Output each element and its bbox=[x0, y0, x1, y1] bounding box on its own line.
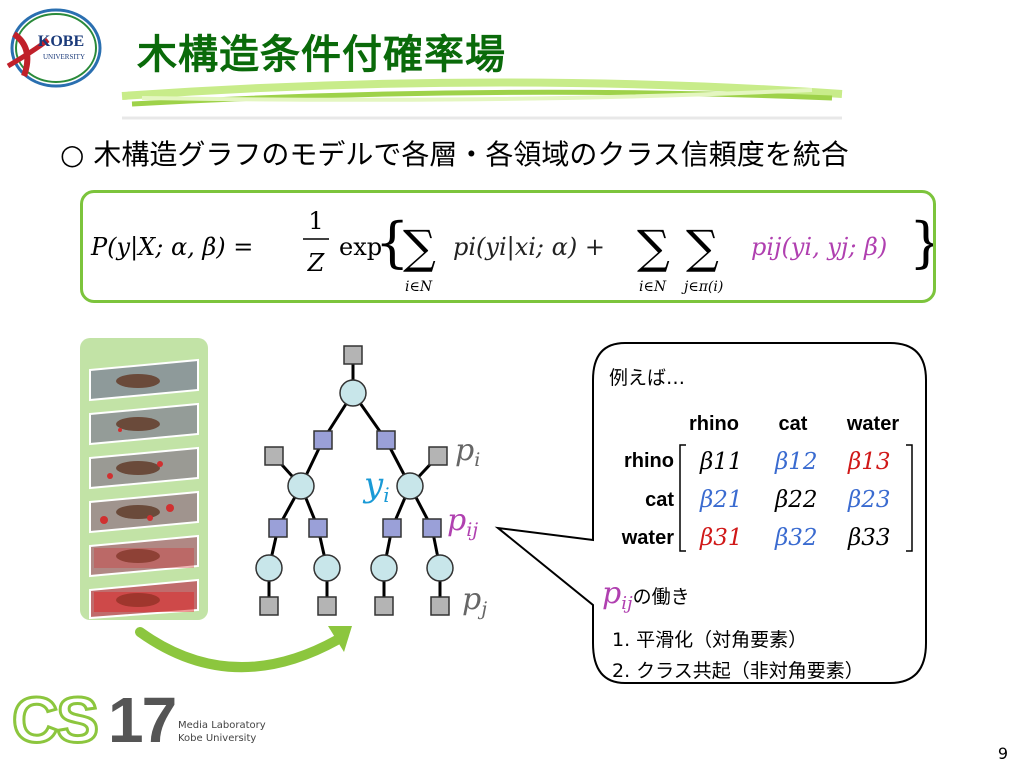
bullet-line: ○ 木構造グラフのモデルで各層・各領域のクラス信頼度を統合 bbox=[60, 133, 849, 173]
col-header: cat bbox=[779, 413, 808, 435]
unary-term: pi(yi|xi; α) + bbox=[453, 233, 605, 262]
leaf-observation-square bbox=[430, 596, 450, 616]
image-layer-stack bbox=[80, 338, 208, 620]
cs-letters: CS bbox=[11, 683, 101, 758]
bullet-text: 木構造グラフのモデルで各層・各領域のクラス信頼度を統合 bbox=[93, 138, 849, 171]
callout-bubble bbox=[494, 342, 927, 684]
pairwise-square bbox=[422, 518, 442, 538]
leaf-label-node bbox=[255, 554, 283, 582]
col-header: rhino bbox=[689, 413, 739, 435]
pairwise-square bbox=[382, 518, 402, 538]
layer-image-4 bbox=[89, 490, 199, 534]
observation-square bbox=[264, 446, 284, 466]
matrix-cell: β32 bbox=[774, 525, 818, 551]
leaf-observation-square bbox=[259, 596, 279, 616]
tree-diagram: pi yi pij pj bbox=[255, 345, 487, 620]
label-pj: pj bbox=[462, 582, 487, 620]
logo-sub: UNIVERSITY bbox=[43, 53, 85, 61]
matrix-cell: β33 bbox=[847, 525, 891, 551]
leaf-label-node bbox=[370, 554, 398, 582]
left-brace: { bbox=[375, 211, 409, 274]
callout-list-item: 1. 平滑化（対角要素） bbox=[612, 629, 808, 651]
exp-label: exp bbox=[339, 233, 382, 261]
sum-sign-3: ∑ bbox=[686, 220, 719, 274]
matrix-cell: β21 bbox=[699, 487, 743, 513]
fraction-numerator: 1 bbox=[308, 207, 323, 235]
formula-box: P(y|X; α, β) = 1 Z exp { ∑ i∈N pi(yi|xi;… bbox=[80, 190, 943, 303]
matrix-cell: β11 bbox=[699, 449, 743, 475]
layer-image-2 bbox=[89, 402, 199, 446]
matrix-cell: β12 bbox=[774, 449, 818, 475]
label-yi: yi bbox=[362, 465, 390, 507]
label-pij: pij bbox=[447, 503, 478, 541]
matrix-cell: β31 bbox=[699, 525, 743, 551]
pairwise-square bbox=[268, 518, 288, 538]
pairwise-square bbox=[308, 518, 328, 538]
matrix-cell: β13 bbox=[847, 449, 891, 475]
row-header: cat bbox=[645, 489, 674, 511]
sum-sign-1: ∑ bbox=[403, 220, 436, 274]
label-node-yi bbox=[396, 472, 424, 500]
right-brace: } bbox=[909, 211, 933, 274]
cs-number: 17 bbox=[108, 684, 177, 756]
cs17-logo: CS 17 Media Laboratory Kobe University bbox=[11, 683, 272, 758]
row-header: water bbox=[621, 527, 674, 549]
pij-role-heading: pijの働き bbox=[602, 576, 690, 614]
pij-subscript: ij bbox=[621, 593, 633, 614]
layer-image-5 bbox=[89, 534, 199, 578]
fraction-denominator: Z bbox=[307, 249, 326, 277]
crf-formula: P(y|X; α, β) = 1 Z exp { ∑ i∈N pi(yi|xi;… bbox=[90, 207, 943, 295]
label-node bbox=[287, 472, 315, 500]
sum2-subscript: i∈N bbox=[639, 279, 667, 295]
formula-lhs: P(y|X; α, β) = bbox=[90, 233, 253, 262]
callout-list-item: 2. クラス共起（非対角要素） bbox=[612, 660, 864, 682]
leaf-observation-square bbox=[374, 596, 394, 616]
layer-image-6 bbox=[89, 578, 199, 620]
root-label-node bbox=[339, 379, 367, 407]
pij-symbol: p bbox=[602, 576, 622, 611]
matrix-cell: β23 bbox=[847, 487, 891, 513]
matrix-cell: β22 bbox=[774, 487, 818, 513]
observation-square bbox=[428, 446, 448, 466]
slide-title: 木構造条件付確率場 bbox=[137, 32, 506, 78]
page-number: 9 bbox=[997, 744, 1008, 763]
sum-sign-2: ∑ bbox=[637, 220, 670, 274]
pairwise-term: pij(yi, yj; β) bbox=[751, 233, 887, 261]
lab-line-2: Kobe University bbox=[178, 733, 257, 744]
leaf-label-node bbox=[313, 554, 341, 582]
beta-matrix: rhino cat water rhino cat water β11 β12 … bbox=[621, 413, 913, 552]
green-curved-arrow bbox=[135, 626, 352, 673]
root-observation-square bbox=[343, 345, 363, 365]
col-header: water bbox=[846, 413, 899, 435]
lab-line-1: Media Laboratory bbox=[178, 720, 266, 731]
kobe-university-logo: KOBE UNIVERSITY bbox=[4, 6, 102, 90]
pairwise-square bbox=[376, 430, 396, 450]
sum3-subscript: j∈π(i) bbox=[681, 279, 723, 295]
layer-image-3 bbox=[89, 446, 199, 490]
layer-image-1 bbox=[89, 358, 199, 402]
bullet-circle-icon: ○ bbox=[60, 138, 85, 171]
leaf-label-node bbox=[426, 554, 454, 582]
sum1-subscript: i∈N bbox=[405, 279, 433, 295]
title-underline-swoosh bbox=[121, 78, 843, 120]
logo-name: KOBE bbox=[38, 33, 84, 50]
label-pi: pi bbox=[455, 433, 480, 471]
row-header: rhino bbox=[624, 450, 674, 472]
pij-role-text: の働き bbox=[632, 586, 690, 608]
pairwise-square bbox=[313, 430, 333, 450]
callout-intro: 例えば… bbox=[609, 367, 686, 389]
leaf-observation-square bbox=[317, 596, 337, 616]
